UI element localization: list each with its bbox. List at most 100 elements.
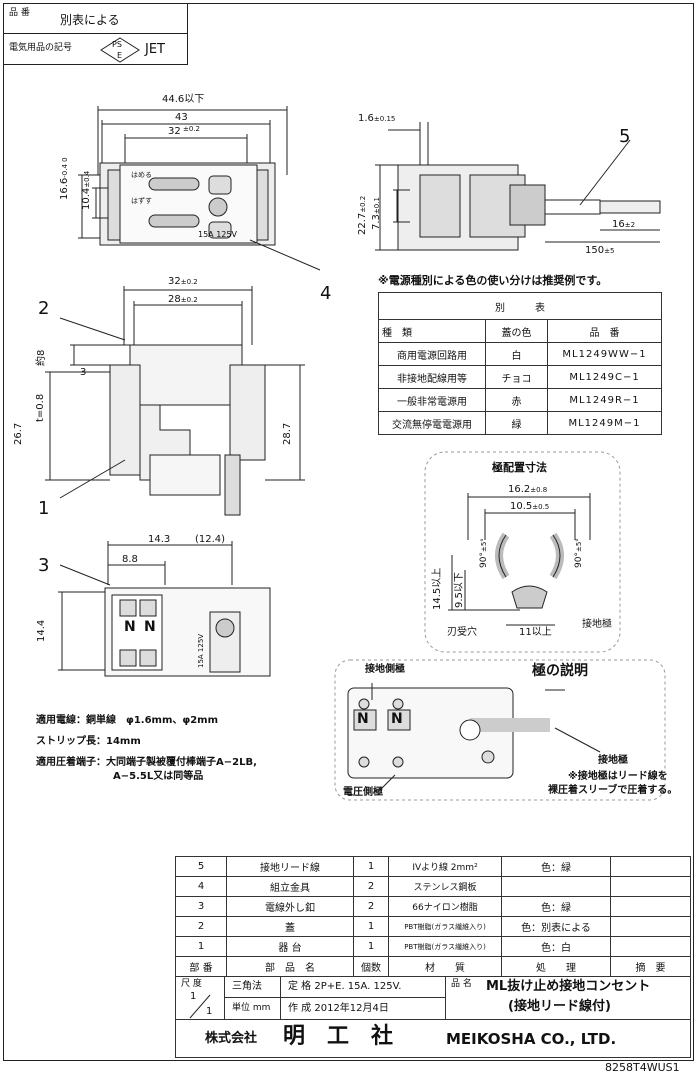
dim-10-5-value: 10.5 [510, 501, 533, 512]
color-table-row: 交流無停電電源用 緑 ML1249M−1 [378, 411, 662, 435]
bom-qty: 2 [353, 876, 389, 897]
bom-name: 器 台 [226, 936, 354, 957]
dim-overall: 44.6以下 [162, 94, 205, 105]
dim-22-7-value: 22.7 [357, 212, 368, 235]
explain-note-1: ※接地極はリード線を [568, 771, 668, 782]
label-ground-side: 接地側極 [365, 664, 405, 675]
front-rating: 15A 125V [198, 230, 237, 239]
label-hazusu: はずす [131, 197, 152, 205]
bom-remarks [610, 936, 691, 957]
bom-qty: 1 [353, 856, 389, 877]
bom-hdr-qty: 個数 [353, 956, 389, 977]
dim-approx8: 約8 [36, 349, 47, 366]
tol-10-5: ±0.5 [532, 503, 550, 511]
product-name-1: ML抜け止め接地コンセント [486, 979, 651, 994]
tol-angle-left: ±5° [480, 538, 488, 553]
color-table-col-type: 種 類 [378, 319, 486, 343]
part-no-value: 別表による [60, 13, 120, 27]
bom-hdr-no: 部 番 [175, 956, 227, 977]
dim-16-2-value: 16.2 [508, 484, 531, 495]
row-part: ML1249WW−1 [547, 342, 662, 366]
dim-16-6: 16.6-0.4 0 [59, 157, 70, 200]
row-color: チョコ [485, 365, 548, 389]
product-name-2: (接地リード線付) [508, 999, 611, 1014]
row-type: 非接地配線用等 [378, 365, 486, 389]
company-block [175, 1020, 691, 1058]
bom-no: 2 [175, 916, 227, 937]
dim-28-7: 28.7 [282, 422, 293, 445]
label-ground-pole: 接地極 [582, 619, 612, 630]
back-rating: 15A 125V [197, 633, 205, 668]
color-table-col-cover: 蓋の色 [485, 319, 548, 343]
dim-150: 150±5 [585, 246, 614, 256]
title-div-2 [280, 976, 281, 1020]
bom-remarks [610, 916, 691, 937]
title-block [175, 976, 691, 1020]
dim-43: 43 [175, 112, 188, 123]
dim-16-6-value: 16.6 [59, 177, 70, 200]
name-label: 品 名 [451, 979, 472, 989]
jet-mark: JET [145, 42, 165, 57]
bom-qty: 1 [353, 916, 389, 937]
drawing-number: 8258T4WUS1 [605, 1061, 680, 1074]
label-voltage-side: 電圧側極 [343, 787, 383, 798]
unit: 単位 mm [232, 1003, 271, 1013]
dim-28: 28±0.2 [168, 295, 198, 305]
callout-3: 3 [38, 555, 50, 576]
tol-22-7: ±0.2 [359, 195, 367, 213]
bom-material: PBT樹脂(ガラス繊維入り) [388, 936, 502, 957]
tol-28: ±0.2 [180, 296, 198, 304]
bom-qty: 2 [353, 896, 389, 917]
drawing-frame [3, 3, 694, 1061]
dim-1-6-value: 1.6 [358, 113, 374, 124]
bom-no: 3 [175, 896, 227, 917]
bom-name: 組立金具 [226, 876, 354, 897]
dim-10-4-value: 10.4 [81, 187, 92, 210]
color-table-row: 非接地配線用等 チョコ ML1249C−1 [378, 365, 662, 389]
callout-5: 5 [619, 126, 631, 147]
bom-name: 電線外し釦 [226, 896, 354, 917]
scale-num: 1 [190, 991, 197, 1002]
dim-10-4: 10.4±0.4 [81, 170, 92, 210]
bom-treatment: 色：緑 [501, 896, 611, 917]
bom-hdr-treatment: 処 理 [501, 956, 611, 977]
dim-8-8: 8.8 [122, 554, 138, 565]
bom-no: 4 [175, 876, 227, 897]
explain-n-left: N [357, 711, 369, 727]
dim-16-side: 16±2 [612, 220, 635, 230]
label-ground-explain: 接地極 [598, 755, 628, 766]
color-table-row: 一般非常電源用 赤 ML1249R−1 [378, 388, 662, 412]
explain-note-2: 裸圧着スリーブで圧着する。 [548, 785, 678, 796]
title-div-3 [445, 976, 446, 1020]
row-color: 赤 [485, 388, 548, 412]
dim-32-bottom: 32±0.2 [168, 277, 198, 287]
color-note: ※電源種別による色の使い分けは推奨例です。 [378, 274, 608, 287]
bom-hdr-name: 部 品 名 [226, 956, 354, 977]
title-div-h [224, 997, 445, 998]
back-n-left: N [124, 619, 136, 635]
angle-left: 90°±5° [479, 538, 489, 568]
bom-material: PBT樹脂(ガラス繊維入り) [388, 916, 502, 937]
bom-qty: 1 [353, 936, 389, 957]
bom-table: 5 接地リード線 1 IVより線 2mm² 色：緑 4 組立金具 2 ステンレス… [175, 856, 691, 977]
company-en: MEIKOSHA CO., LTD. [446, 1030, 617, 1048]
company-jp-prefix: 株式会社 [205, 1031, 258, 1046]
dim-32-bottom-value: 32 [168, 276, 181, 287]
label-slot: 刃受穴 [447, 627, 477, 638]
pole-explain-title: 極の説明 [532, 663, 588, 679]
pse-top: PS [112, 40, 122, 49]
row-type: 商用電源回路用 [378, 342, 486, 366]
wire-note-3: 適用圧着端子：大同端子製被覆付棒端子A−2LB, [36, 757, 257, 768]
tol-angle-right: ±5° [575, 538, 583, 553]
tol-16-6: -0.4 0 [61, 157, 69, 178]
bom-material: IVより線 2mm² [388, 856, 502, 877]
angle-right: 90°±5° [574, 538, 584, 568]
dim-3: 3 [80, 367, 87, 378]
bom-row: 2 蓋 1 PBT樹脂(ガラス繊維入り) 色：別表による [175, 916, 691, 937]
tol-10-4: ±0.4 [83, 170, 91, 188]
tol-32-bottom: ±0.2 [180, 278, 198, 286]
dim-11: 11以上 [519, 627, 552, 638]
rating: 定 格 2P+E. 15A. 125V. [288, 981, 402, 992]
dim-28-value: 28 [168, 294, 181, 305]
company-jp: 明 工 社 [283, 1024, 394, 1049]
